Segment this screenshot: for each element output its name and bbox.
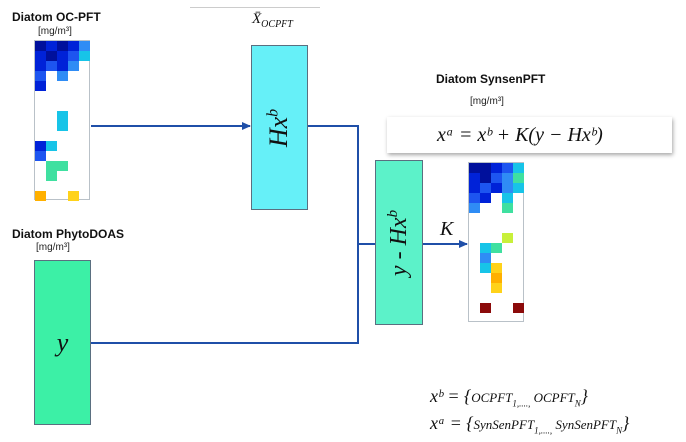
gain-label: K xyxy=(440,218,454,240)
map-cell xyxy=(480,253,491,263)
innovation-box: y - Hxb xyxy=(375,160,423,325)
map-cell xyxy=(469,163,480,173)
map-cell xyxy=(469,173,480,183)
map-cell xyxy=(57,41,68,51)
map-cell xyxy=(502,233,513,243)
map-cell xyxy=(46,141,57,151)
synsen-title: Diatom SynsenPFT xyxy=(436,72,546,86)
xb-definition: xᵇ = {OCPFT1,...., OCPFTN} xyxy=(430,386,588,409)
xa-definition: xᵃ = {SynSenPFT1,...., SynSenPFTN} xyxy=(430,413,630,436)
map-cell xyxy=(57,111,68,121)
hxb-box: Hxb xyxy=(251,45,308,210)
map-cell xyxy=(491,163,502,173)
map-cell xyxy=(502,203,513,213)
map-cell xyxy=(491,283,502,293)
map-cell xyxy=(68,191,79,201)
map-cell xyxy=(68,51,79,61)
ocpft-unit: [mg/m³] xyxy=(38,26,72,37)
map-cell xyxy=(35,81,46,91)
y-box-label: y xyxy=(56,327,69,357)
map-cell xyxy=(480,303,491,313)
map-cell xyxy=(35,151,46,161)
map-cell xyxy=(480,183,491,193)
map-cell xyxy=(46,161,57,171)
map-cell xyxy=(491,263,502,273)
map-cell xyxy=(35,191,46,201)
map-cell xyxy=(68,41,79,51)
map-cell xyxy=(502,173,513,183)
synsen-map xyxy=(468,162,524,322)
map-cell xyxy=(35,141,46,151)
map-cell xyxy=(480,173,491,183)
map-cell xyxy=(480,193,491,203)
map-cell xyxy=(35,51,46,61)
line-y-to-innovation xyxy=(91,244,359,344)
map-cell xyxy=(57,71,68,81)
phytodoas-title: Diatom PhytoDOAS xyxy=(12,227,125,241)
map-cell xyxy=(491,183,502,193)
divider-line xyxy=(190,7,320,9)
map-cell xyxy=(491,273,502,283)
operator-title: X̄OCPFT xyxy=(252,11,293,30)
map-cell xyxy=(35,61,46,71)
map-cell xyxy=(513,163,524,173)
map-cell xyxy=(480,263,491,273)
map-cell xyxy=(57,51,68,61)
y-box: y xyxy=(34,260,91,425)
map-cell xyxy=(469,193,480,203)
map-cell xyxy=(469,203,480,213)
map-cell xyxy=(480,243,491,253)
map-cell xyxy=(46,61,57,71)
map-cell xyxy=(513,183,524,193)
map-cell xyxy=(469,183,480,193)
phytodoas-unit: [mg/m³] xyxy=(36,242,70,253)
map-cell xyxy=(79,41,90,51)
map-cell xyxy=(35,41,46,51)
map-cell xyxy=(35,71,46,81)
map-cell xyxy=(513,303,524,313)
map-cell xyxy=(491,243,502,253)
line-operator-to-innovation xyxy=(308,125,375,245)
map-cell xyxy=(46,41,57,51)
map-cell xyxy=(57,121,68,131)
map-cell xyxy=(502,193,513,203)
map-cell xyxy=(57,61,68,71)
map-cell xyxy=(502,163,513,173)
ocpft-title: Diatom OC-PFT xyxy=(12,10,101,24)
map-cell xyxy=(491,173,502,183)
update-formula: xᵃ = xᵇ + K(y − Hxᵇ) xyxy=(387,117,672,153)
map-cell xyxy=(79,51,90,61)
map-cell xyxy=(57,161,68,171)
map-cell xyxy=(68,61,79,71)
map-cell xyxy=(46,51,57,61)
map-cell xyxy=(46,171,57,181)
synsen-unit: [mg/m³] xyxy=(470,96,504,107)
map-cell xyxy=(502,183,513,193)
ocpft-map xyxy=(34,40,90,201)
map-cell xyxy=(513,173,524,183)
map-cell xyxy=(480,163,491,173)
